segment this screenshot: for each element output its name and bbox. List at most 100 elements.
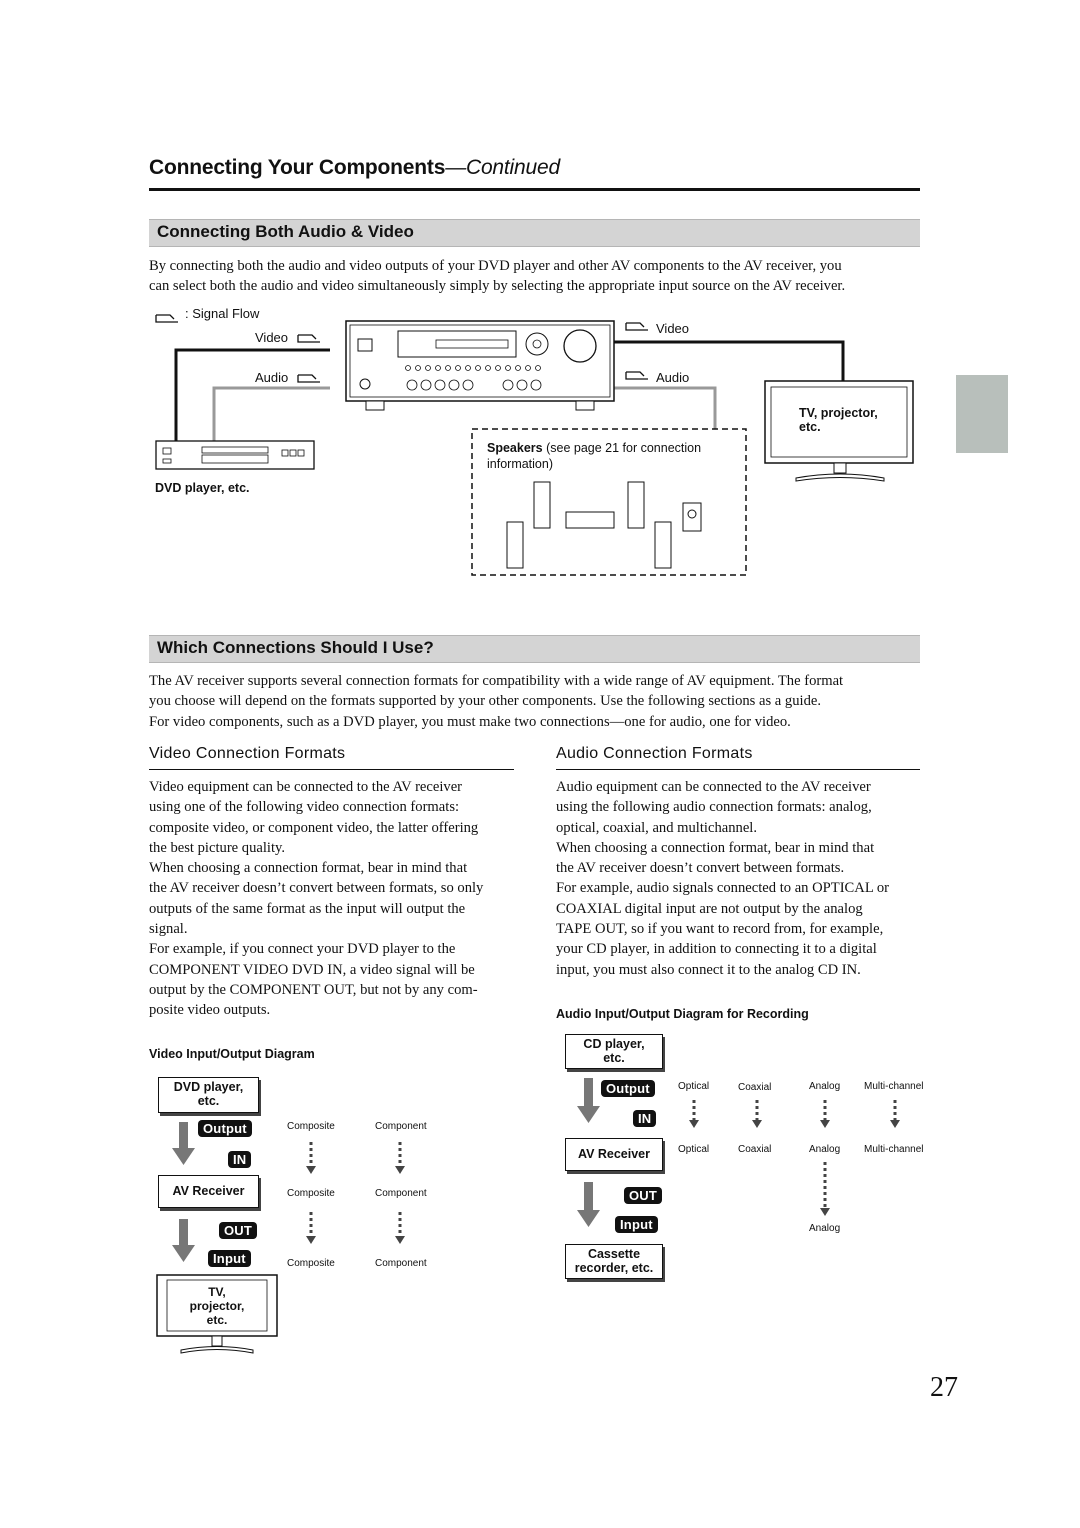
text-line: composite video, or component video, the…: [149, 819, 479, 836]
tv-label-line: etc.: [799, 420, 821, 434]
video-output-label: Video: [656, 321, 690, 336]
section-heading-text: Which Connections Should I Use?: [157, 638, 434, 657]
composite-label: Composite: [287, 1258, 335, 1269]
video-source-box: DVD player, etc.: [158, 1077, 259, 1113]
intro-line: For video components, such as a DVD play…: [149, 713, 791, 730]
audio-source-box: CD player, etc.: [565, 1034, 663, 1069]
text-line: your CD player, in addition to connectin…: [556, 941, 877, 958]
speakers-note-text: information): [487, 457, 553, 471]
audio-in-arrow-icon: [297, 374, 320, 383]
speakers-note: Speakers (see page 21 for connection inf…: [487, 440, 701, 472]
text-line: posite video outputs.: [149, 1002, 271, 1019]
composite-label: Composite: [287, 1121, 335, 1132]
tv-label-line: TV, projector,: [799, 406, 878, 420]
connection-diagram: [155, 314, 914, 576]
intro-line: you choose will depend on the formats su…: [149, 693, 821, 710]
dvd-player-illustration: [155, 440, 315, 470]
video-diagram-tv-icon: [156, 1274, 278, 1354]
speakers-note-text: (see page 21 for connection: [542, 441, 702, 455]
video-diagram-title: Video Input/Output Diagram: [149, 1047, 315, 1061]
video-target-label: TV, projector, etc.: [177, 1285, 257, 1327]
component-label: Component: [375, 1258, 427, 1269]
video-out-arrow-icon: [625, 322, 648, 331]
box-line: Cassette: [587, 1247, 641, 1261]
coaxial-label: Coaxial: [738, 1082, 772, 1093]
optical-label: Optical: [678, 1081, 710, 1092]
component-label: Component: [375, 1188, 427, 1199]
header-rule: [149, 188, 920, 191]
signal-flow-label: : Signal Flow: [185, 306, 260, 321]
section-heading-text: Connecting Both Audio & Video: [157, 222, 414, 241]
text-line: When choosing a connection format, bear …: [149, 860, 468, 877]
video-formats-heading: Video Connection Formats: [149, 745, 346, 762]
page-title-continued: —Continued: [445, 156, 560, 179]
video-cable-right: [612, 340, 845, 381]
video-formats-rule: [149, 769, 514, 770]
analog-label: Analog: [809, 1223, 841, 1234]
audio-formats-rule: [556, 769, 920, 770]
box-line: DVD player,: [173, 1080, 244, 1094]
page-title-text: Connecting Your Components: [149, 156, 446, 179]
text-line: COMPONENT VIDEO DVD IN, a video signal w…: [149, 961, 475, 978]
signal-flow-icon: [155, 314, 178, 323]
audio-output-label: Audio: [656, 370, 690, 385]
section1-intro: By connecting both the audio and video o…: [149, 256, 939, 297]
text-line: using the following audio connection for…: [556, 799, 872, 816]
audio-formats-text: Audio equipment can be connected to the …: [556, 777, 926, 980]
box-line: etc.: [206, 1313, 228, 1327]
output-badge: Output: [601, 1080, 655, 1097]
text-line: output by the COMPONENT OUT, but not by …: [149, 981, 478, 998]
audio-target-box: Cassette recorder, etc.: [565, 1244, 663, 1279]
text-line: signal.: [149, 921, 188, 938]
section-heading-which-connections: Which Connections Should I Use?: [149, 635, 920, 663]
text-line: For example, audio signals connected to …: [556, 880, 890, 897]
text-line: input, you must also connect it to the a…: [556, 961, 861, 978]
composite-label: Composite: [287, 1188, 335, 1199]
tv-illustration: [764, 380, 914, 482]
intro-line: By connecting both the audio and video o…: [149, 258, 842, 274]
multichannel-label: Multi-channel: [864, 1081, 924, 1092]
speakers-label: Speakers: [487, 441, 543, 455]
side-tab: [956, 375, 1008, 453]
component-label: Component: [375, 1121, 427, 1132]
box-line: projector,: [189, 1299, 245, 1313]
tv-label: TV, projector, etc.: [799, 406, 878, 434]
text-line: COAXIAL digital input are not output by …: [556, 900, 863, 917]
input-badge: Input: [208, 1250, 251, 1267]
out-badge: OUT: [624, 1187, 663, 1204]
text-line: optical, coaxial, and multichannel.: [556, 819, 757, 836]
analog-label: Analog: [809, 1081, 841, 1092]
text-line: the AV receiver doesn’t convert between …: [149, 880, 484, 897]
dvd-player-label: DVD player, etc.: [155, 481, 250, 495]
audio-out-arrow-icon: [625, 371, 648, 380]
in-badge: IN: [228, 1151, 252, 1168]
section2-intro: The AV receiver supports several connect…: [149, 671, 939, 732]
text-line: using one of the following video connect…: [149, 799, 460, 816]
video-input-label: Video: [255, 330, 289, 345]
box-line: recorder, etc.: [574, 1261, 654, 1275]
video-receiver-box: AV Receiver: [158, 1175, 259, 1208]
analog-label: Analog: [809, 1144, 841, 1155]
audio-cable-left: [212, 386, 330, 441]
text-line: TAPE OUT, so if you want to record from,…: [556, 921, 884, 938]
text-line: Video equipment can be connected to the …: [149, 779, 463, 795]
text-line: the best picture quality.: [149, 839, 286, 856]
out-badge: OUT: [219, 1222, 258, 1239]
in-badge: IN: [633, 1110, 657, 1127]
audio-cable-right: [612, 386, 717, 429]
multichannel-label: Multi-channel: [864, 1144, 924, 1155]
video-formats-text: Video equipment can be connected to the …: [149, 777, 519, 1021]
audio-diagram-title: Audio Input/Output Diagram for Recording: [556, 1007, 809, 1021]
intro-line: can select both the audio and video simu…: [149, 278, 846, 295]
optical-label: Optical: [678, 1144, 710, 1155]
intro-line: The AV receiver supports several connect…: [149, 673, 844, 689]
speakers-illustration: [506, 481, 702, 569]
text-line: When choosing a connection format, bear …: [556, 839, 875, 856]
page-number: 27: [930, 1372, 958, 1403]
text-line: outputs of the same format as the input …: [149, 900, 466, 917]
text-line: Audio equipment can be connected to the …: [556, 779, 871, 795]
text-line: the AV receiver doesn’t convert between …: [556, 860, 845, 877]
audio-formats-heading: Audio Connection Formats: [556, 745, 753, 762]
